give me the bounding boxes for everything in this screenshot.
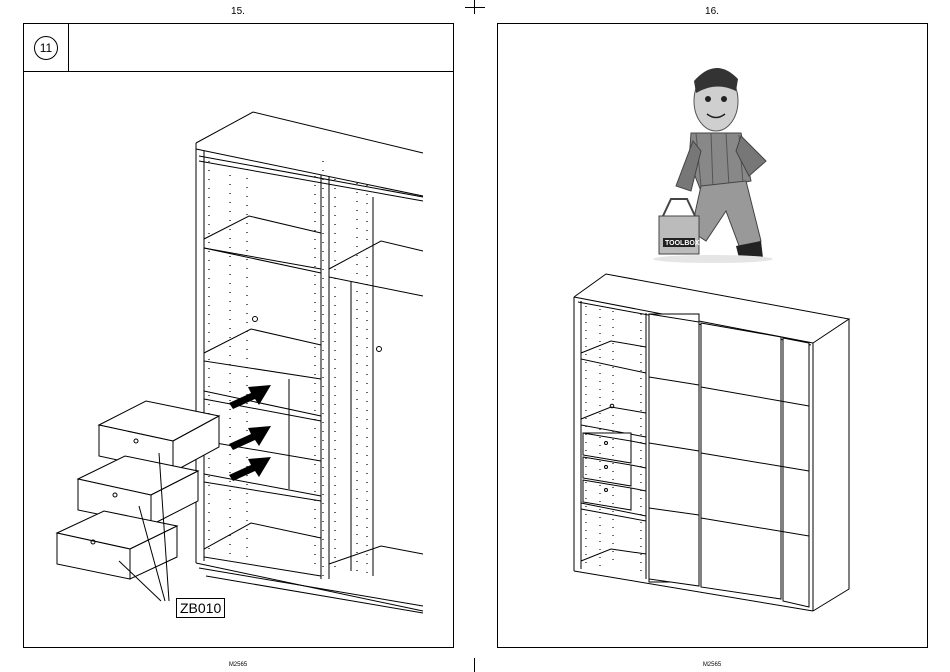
assembled-wardrobe-illustration: TOOLBOX (498, 24, 929, 649)
crop-mark-bottom (474, 658, 475, 672)
right-instruction-panel: TOOLBOX (497, 23, 928, 648)
footer-code-right: M2565 (682, 662, 742, 668)
wardrobe-drawer-insertion-illustration (24, 24, 455, 649)
left-instruction-panel: 11 (23, 23, 454, 648)
toolbox-label: TOOLBOX (665, 240, 700, 247)
page-number-left: 15. (208, 6, 268, 17)
mascot-worker-illustration: TOOLBOX (653, 68, 773, 263)
crop-mark-top-horizontal (465, 7, 485, 8)
part-code-label: ZB010 (176, 598, 225, 618)
footer-code-left: M2565 (208, 662, 268, 668)
page-number-right: 16. (682, 6, 742, 17)
